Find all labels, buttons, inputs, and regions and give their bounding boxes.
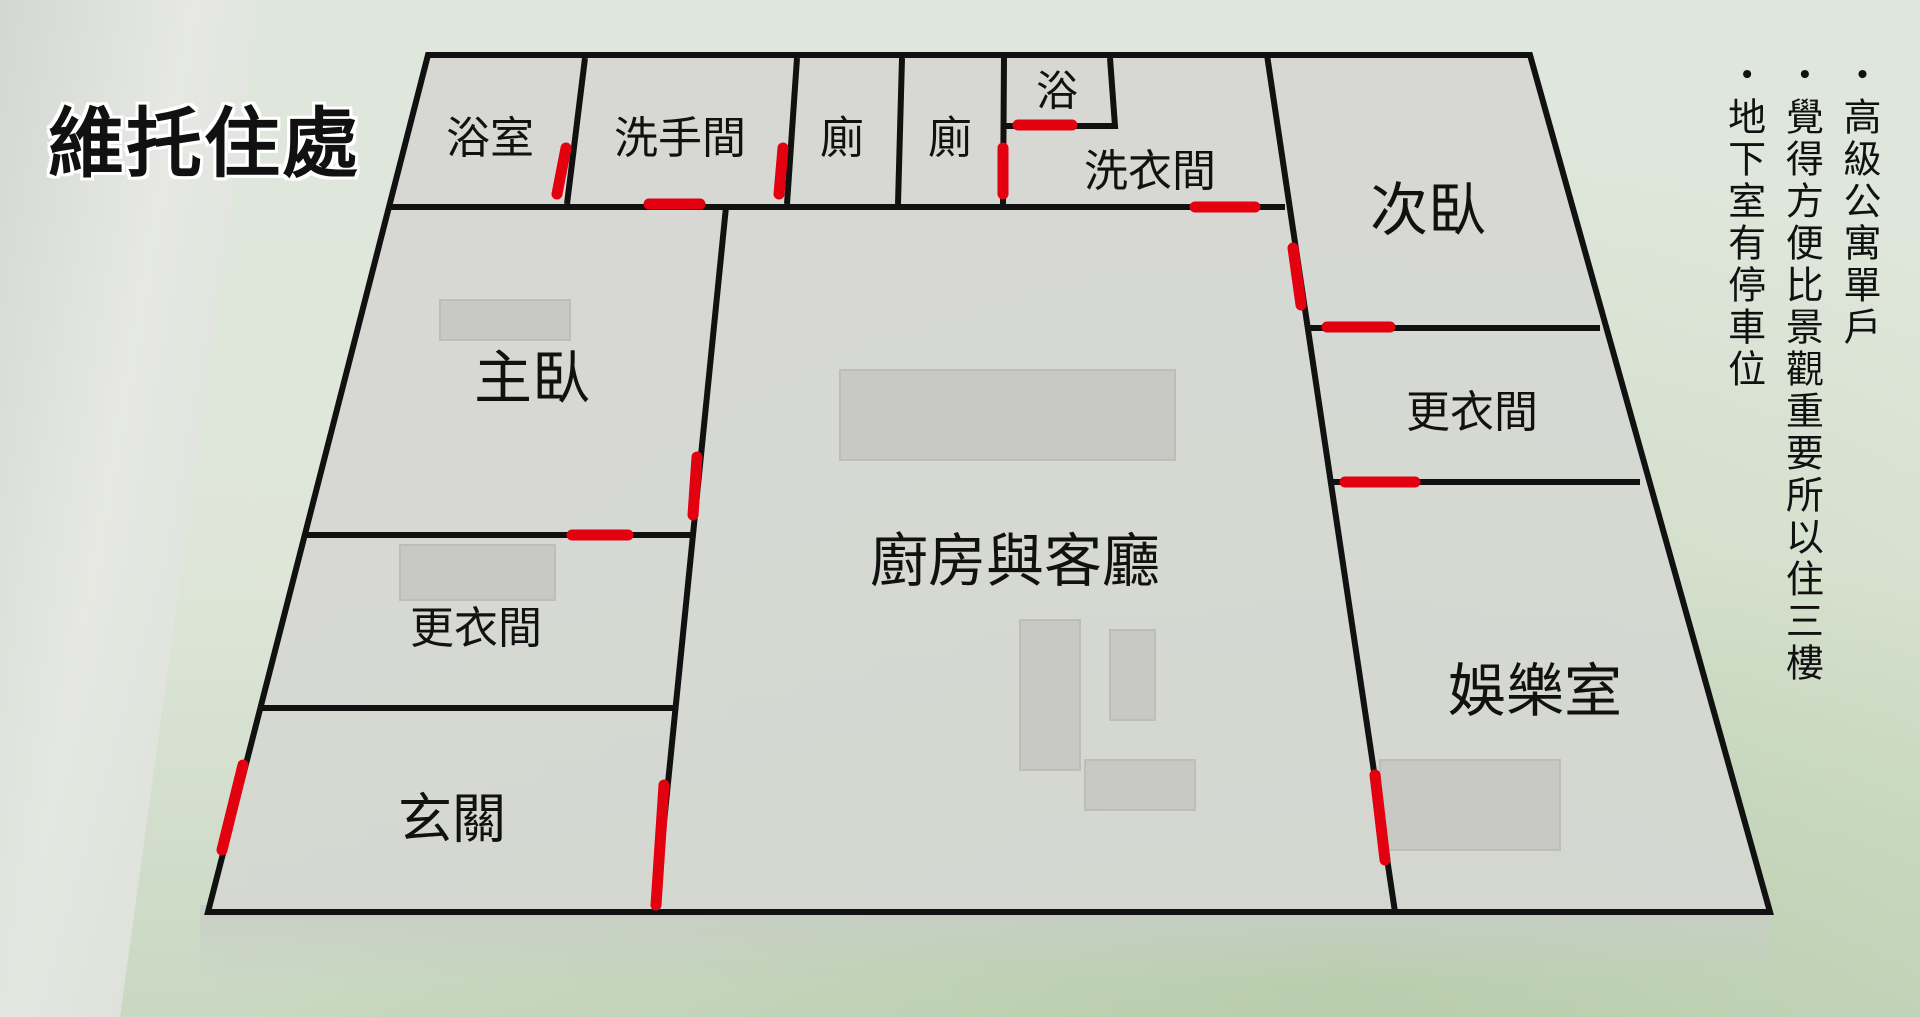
door-entertainment-west: [1369, 769, 1391, 866]
room-label-entrance: 玄關: [398, 787, 506, 851]
furniture-hints: [399, 299, 1561, 851]
note-3: ・地下室有停車位: [1721, 55, 1766, 391]
wall-bath-washroom: [564, 57, 588, 205]
bed-headboard: [439, 299, 571, 341]
room-label-toilet-1: 廁: [820, 113, 864, 164]
wall-toilet-toilet: [895, 57, 905, 205]
room-label-toilet-2: 廁: [928, 113, 972, 164]
kitchen-island: [839, 369, 1176, 461]
room-label-washroom: 洗手間: [614, 113, 746, 164]
room-label-closet-2: 更衣間: [1406, 387, 1538, 438]
door-second-bed: [1287, 242, 1307, 311]
door-bath: [551, 142, 572, 200]
room-label-bathroom: 浴室: [446, 113, 534, 164]
floor-area: [208, 55, 1770, 912]
room-label-kitchen-living: 廚房與客廳: [869, 527, 1161, 595]
doors: [216, 119, 1421, 911]
pool-table: [1379, 759, 1561, 851]
note-2: ・覺得方便比景觀重要所以住三樓: [1779, 55, 1824, 685]
room-label-laundry: 洗衣間: [1084, 146, 1216, 197]
wardrobe: [399, 544, 556, 601]
room-label-entertainment: 娛樂室: [1447, 657, 1623, 725]
outer-wall: [204, 52, 1774, 915]
building-base: [200, 905, 1770, 985]
door-washroom-right: [773, 142, 789, 200]
wall-washroom-toilet: [784, 57, 800, 205]
room-label-master-bedroom: 主臥: [473, 344, 591, 412]
coffee-table: [1109, 629, 1156, 721]
wall-kitchen-east: [1264, 54, 1398, 913]
armchair: [1084, 759, 1196, 811]
door-master: [687, 451, 703, 521]
room-label-second-bedroom: 次臥: [1369, 176, 1487, 244]
room-label-closet-1: 更衣間: [410, 603, 542, 654]
notes-column: ・高級公寓單戶 ・覺得方便比景觀重要所以住三樓 ・地下室有停車位: [1721, 55, 1881, 695]
door-entrance-west: [216, 759, 249, 856]
room-label-small-bath: 浴: [1035, 66, 1079, 116]
door-entrance-east: [650, 779, 670, 911]
sofa: [1019, 619, 1081, 771]
note-1: ・高級公寓單戶: [1837, 55, 1881, 349]
page-title: 維托住處: [48, 99, 360, 188]
